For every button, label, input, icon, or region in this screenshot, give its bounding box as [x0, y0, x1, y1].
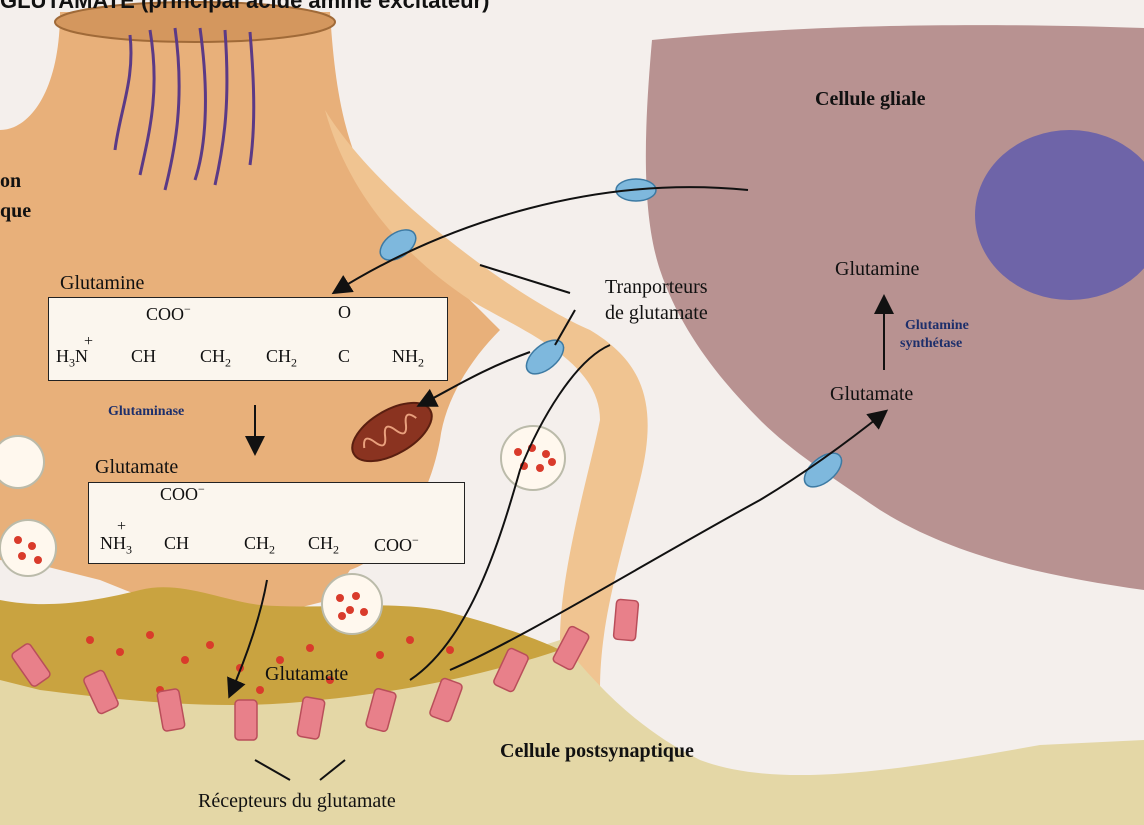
transporters-label-line2: de glutamate — [605, 302, 708, 325]
glial-cell-label: Cellule gliale — [815, 88, 926, 111]
gln-ch: CH — [131, 346, 156, 367]
synthetase-label-line1: Glutamine — [905, 318, 969, 334]
gln-o: O — [338, 302, 351, 323]
gln-h3n: H3N — [56, 346, 88, 371]
glial-glutamine-label: Glutamine — [835, 258, 919, 281]
presynaptic-label-line1: on — [0, 170, 21, 193]
glutamine-label: Glutamine — [60, 272, 144, 295]
gln-nh2: NH2 — [392, 346, 424, 371]
gln-ch2b: CH2 — [266, 346, 297, 371]
glu-coo: COO− — [160, 482, 205, 505]
cleft-glutamate-label: Glutamate — [265, 663, 348, 686]
transporters-label-line1: Tranporteurs — [605, 276, 708, 299]
glu-coo-end: COO− — [374, 533, 419, 556]
gln-coo: COO− — [146, 302, 191, 325]
postsynaptic-cell-label: Cellule postsynaptique — [500, 740, 694, 763]
synthetase-label-line2: synthétase — [900, 336, 962, 352]
glu-nh3: NH3 — [100, 533, 132, 558]
glial-glutamate-label: Glutamate — [830, 383, 913, 406]
glu-ch2a: CH2 — [244, 533, 275, 558]
glu-ch2b: CH2 — [308, 533, 339, 558]
presynaptic-label-line2: que — [0, 200, 31, 223]
receptors-label: Récepteurs du glutamate — [198, 790, 396, 813]
gln-ch2a: CH2 — [200, 346, 231, 371]
page-title: GLUTAMATE (principal acide aminé excitat… — [0, 0, 489, 14]
glutamate-label: Glutamate — [95, 456, 178, 479]
glutamine-formula-box — [48, 297, 448, 381]
gln-c: C — [338, 346, 350, 367]
glutaminase-label: Glutaminase — [108, 404, 184, 420]
glu-ch: CH — [164, 533, 189, 554]
